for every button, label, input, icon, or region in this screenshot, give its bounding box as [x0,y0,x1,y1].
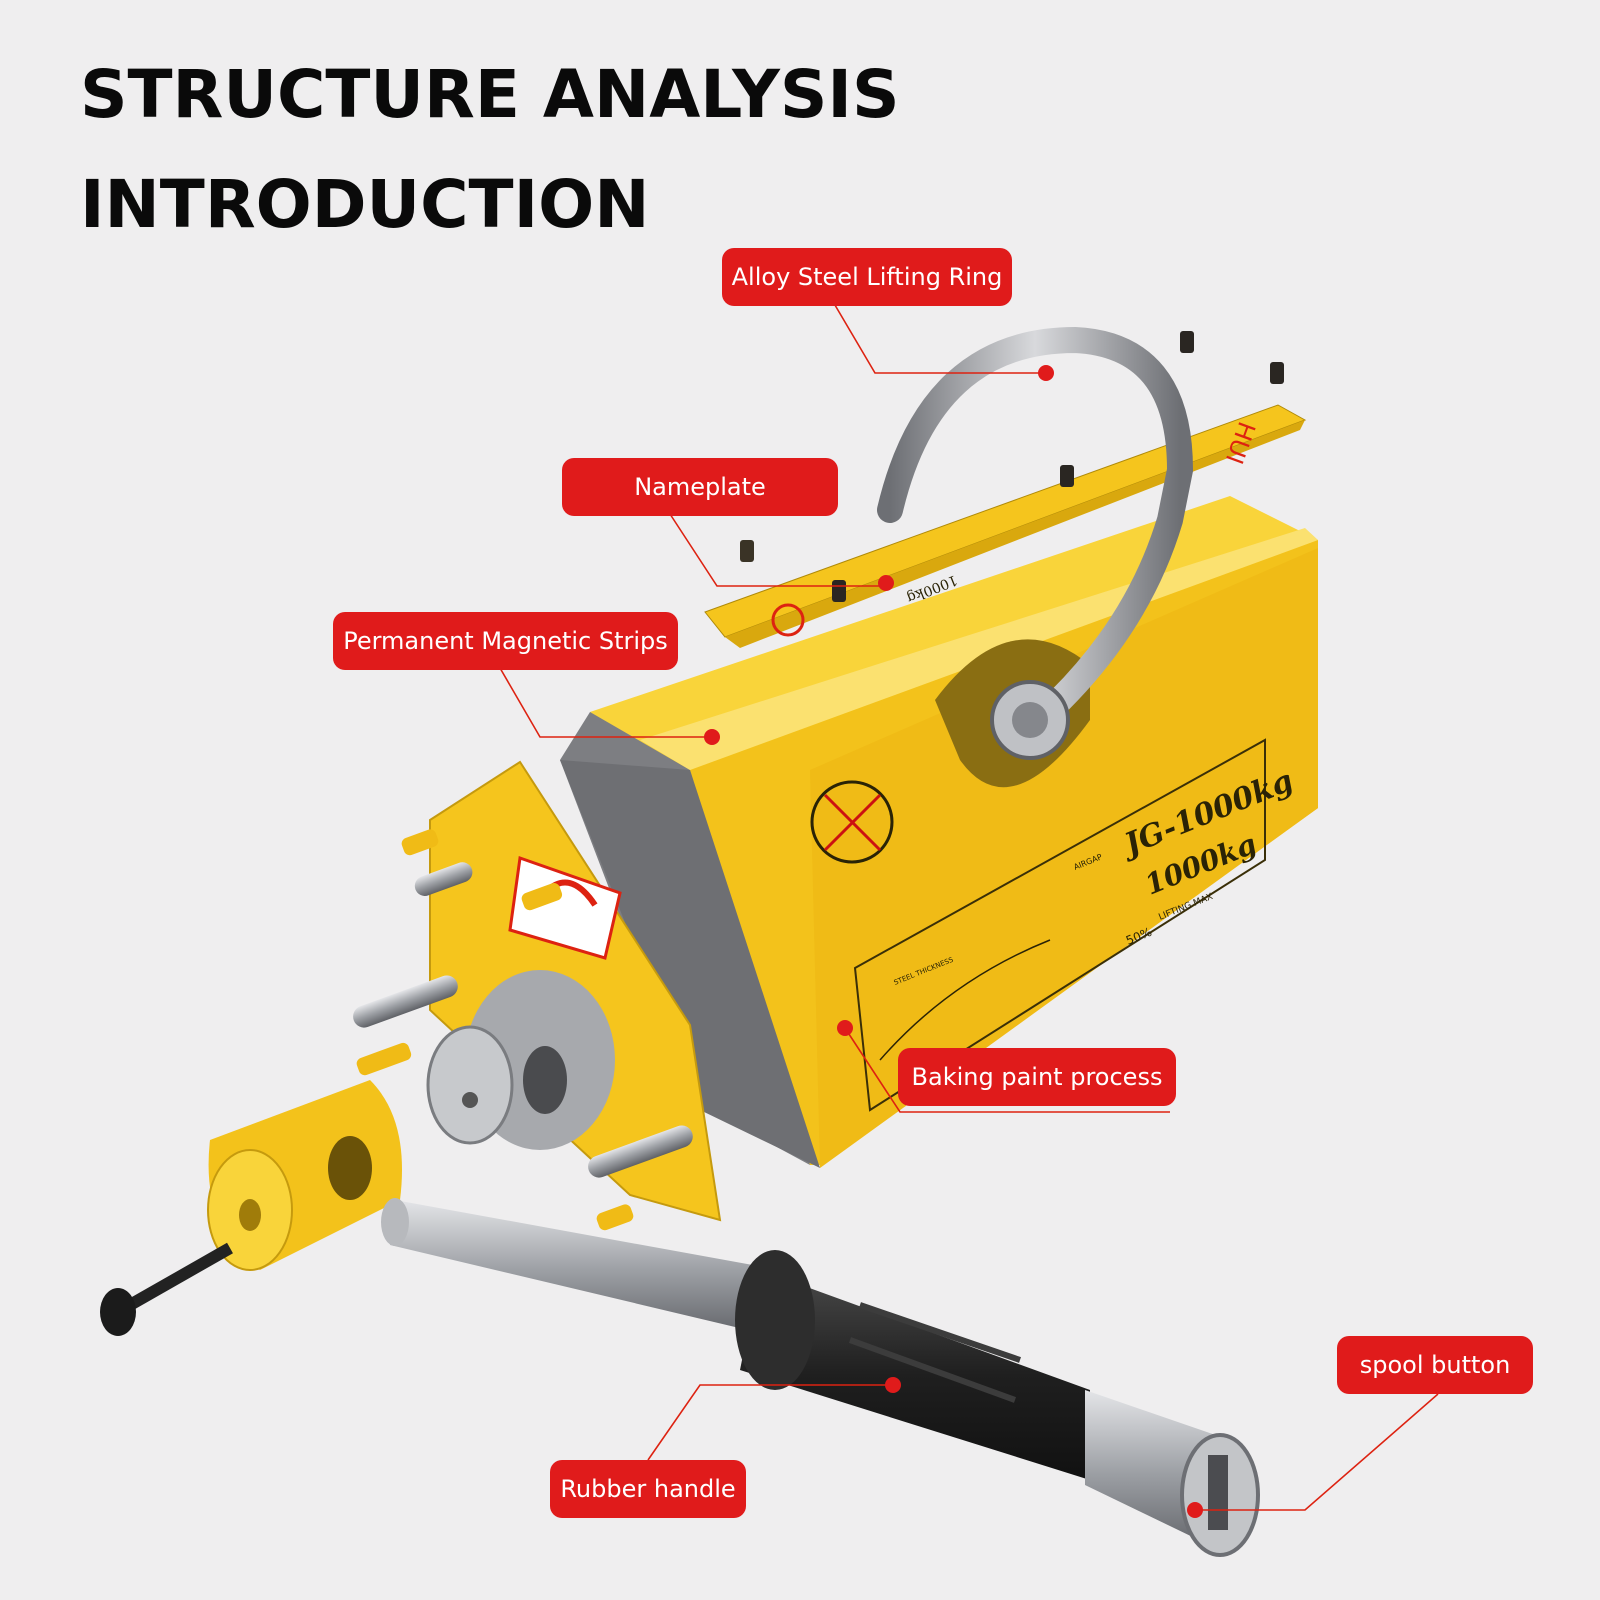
yellow-coupling [207,1080,402,1271]
callout-magnetic-strips: Permanent Magnetic Strips [333,612,678,670]
handle-shaft [381,1198,790,1340]
hex-bolt [100,1242,233,1336]
page-title-line-1: STRUCTURE ANALYSIS [80,56,900,133]
leader-lines [499,299,1439,1511]
rotation-direction-icon [508,855,622,960]
callout-lifting-ring: Alloy Steel Lifting Ring [722,248,1012,306]
no-pacemaker-warning-icon [810,780,894,864]
spool-end [1085,1390,1260,1557]
guide-pins [353,829,693,1231]
callout-rubber-handle: Rubber handle [550,1460,746,1518]
callout-spool-button: spool button [1337,1336,1533,1394]
nameplate-strip: 1000kg HUI [704,404,1307,648]
ce-mark-icon [771,603,805,637]
lifting-ring [877,326,1194,760]
steel-collar [426,970,615,1150]
callout-baking-paint: Baking paint process [898,1048,1176,1106]
leader-dots [704,365,1203,1518]
rubber-grip [735,1250,1090,1480]
page-title-line-2: INTRODUCTION [80,166,650,243]
callout-nameplate: Nameplate [562,458,838,516]
